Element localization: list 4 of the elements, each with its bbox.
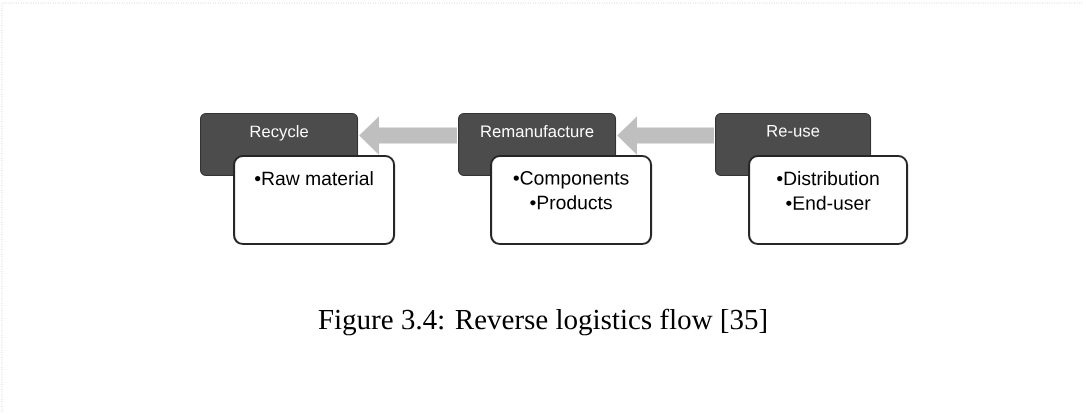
- figure-caption: Figure 3.4: Reverse logistics flow [35]: [318, 308, 766, 336]
- content-box: •Raw material: [233, 155, 396, 246]
- content-box: •Distribution •End-user: [748, 155, 909, 246]
- content-box: •Components •Products: [490, 155, 653, 246]
